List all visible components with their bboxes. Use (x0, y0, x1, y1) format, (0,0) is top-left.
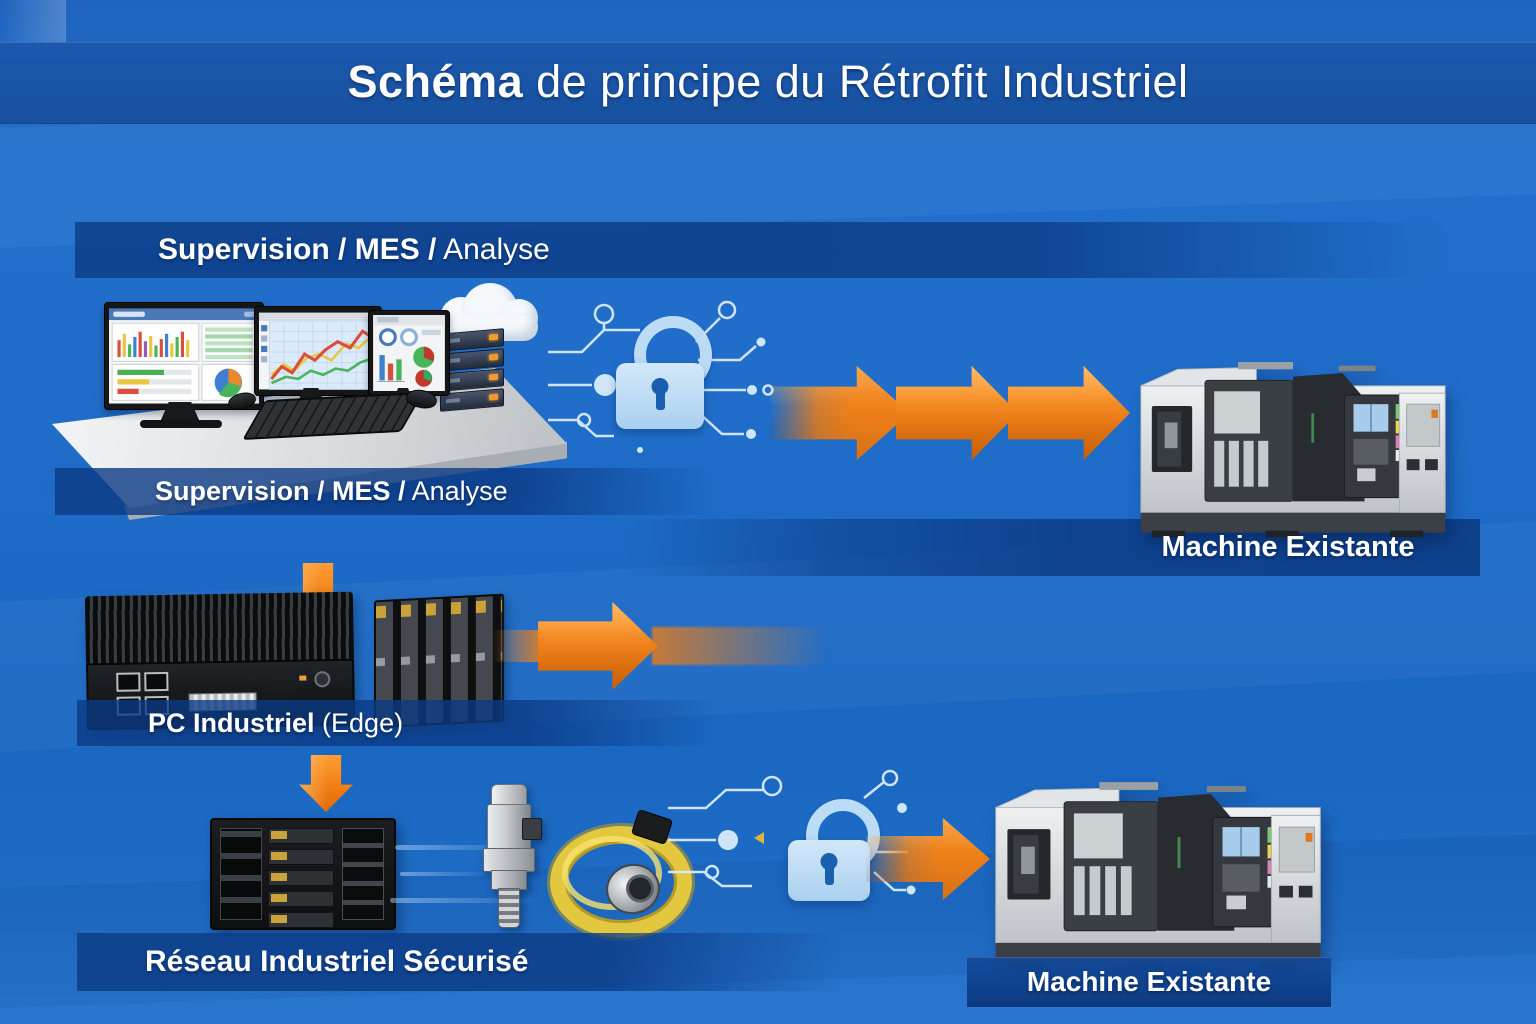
kpi-screen (373, 315, 445, 391)
mini-progress-bars (117, 369, 192, 395)
port-column (342, 828, 384, 920)
supervision-label-mid: Supervision / MES / Analyse (155, 468, 508, 515)
supervision-mid-rest: Analyse (405, 476, 508, 506)
padlock-icon (788, 840, 870, 901)
industrial-sensor (478, 784, 542, 928)
circuit-traces (548, 300, 774, 453)
page-title: Schéma de principe du Rétrofit Industrie… (0, 42, 1536, 122)
port-column (220, 828, 262, 920)
title-emphasis: Schéma (347, 56, 524, 107)
module-row (268, 828, 334, 844)
arrow-right-icon (1008, 366, 1130, 460)
arrow-down-icon (299, 755, 353, 812)
sensor-cap (491, 784, 527, 806)
supervision-mid-emphasis: Supervision / MES / (155, 476, 406, 506)
ethernet-port (116, 672, 141, 692)
pc-edge-rest: (Edge) (314, 707, 404, 738)
module-row (268, 849, 334, 865)
sensor-lower (491, 870, 527, 890)
power-button (314, 671, 331, 688)
pc-edge-emphasis: PC Industriel (148, 707, 315, 738)
network-switch (210, 818, 396, 930)
supervision-top-emphasis: Supervision / MES / (158, 233, 437, 266)
cable-ring-highlight (562, 836, 662, 910)
mini-bar-chart (117, 331, 190, 358)
title-rest: de principe du Rétrofit Industriel (523, 56, 1189, 107)
machine-bottom-label: Machine Existante (1026, 965, 1272, 997)
status-led (299, 675, 307, 681)
arrow-right-icon (538, 602, 658, 690)
kpi-monitor-right (368, 310, 450, 396)
arrow-right-icon (770, 366, 910, 460)
pc-edge-label: PC Industriel (Edge) (148, 700, 403, 746)
module-row (268, 870, 334, 886)
sensor-thread (498, 888, 520, 928)
keyhole (651, 378, 669, 395)
module-terminals (376, 599, 502, 619)
dashboard-screen (109, 308, 259, 404)
mini-table (205, 327, 253, 360)
ethernet-port (144, 671, 169, 692)
module-row (268, 912, 334, 928)
module-labels (376, 651, 502, 667)
reseau-label: Réseau Industriel Sécurisé (145, 945, 529, 978)
module-column (268, 828, 334, 928)
monitor-stand (160, 402, 200, 422)
pc-edge-band (77, 700, 722, 746)
reseau-band (77, 933, 842, 991)
title-band (0, 42, 1536, 124)
cable-coil (546, 809, 692, 938)
sensor-connector (522, 818, 542, 840)
arrow-motion-fade (652, 627, 844, 665)
data-streak (390, 898, 540, 903)
arrow-right-icon (896, 366, 1018, 460)
cnc-machine-bottom (982, 778, 1334, 974)
keyhole (820, 853, 838, 870)
supervision-band-top (75, 222, 1447, 278)
machine-bottom-band (967, 957, 1331, 1007)
data-streak (395, 845, 525, 850)
cnc-machine-top (1128, 358, 1458, 542)
supervision-band-mid (55, 468, 715, 515)
supervision-label-top: Supervision / MES / Analyse (158, 222, 550, 278)
line-chart-screen (259, 312, 377, 390)
module-row (268, 891, 334, 907)
sensor-hex-nut (483, 848, 535, 872)
chart-monitor-center (254, 306, 382, 396)
machine-top-label: Machine Existante (1161, 531, 1415, 563)
heatsink-fins (84, 591, 354, 664)
dashboard-monitor-left (104, 302, 264, 410)
monitor-base (140, 420, 222, 428)
data-streak (400, 872, 495, 876)
supervision-top-rest: Analyse (436, 233, 550, 266)
padlock-icon (616, 363, 704, 429)
circuit-traces (668, 769, 916, 895)
